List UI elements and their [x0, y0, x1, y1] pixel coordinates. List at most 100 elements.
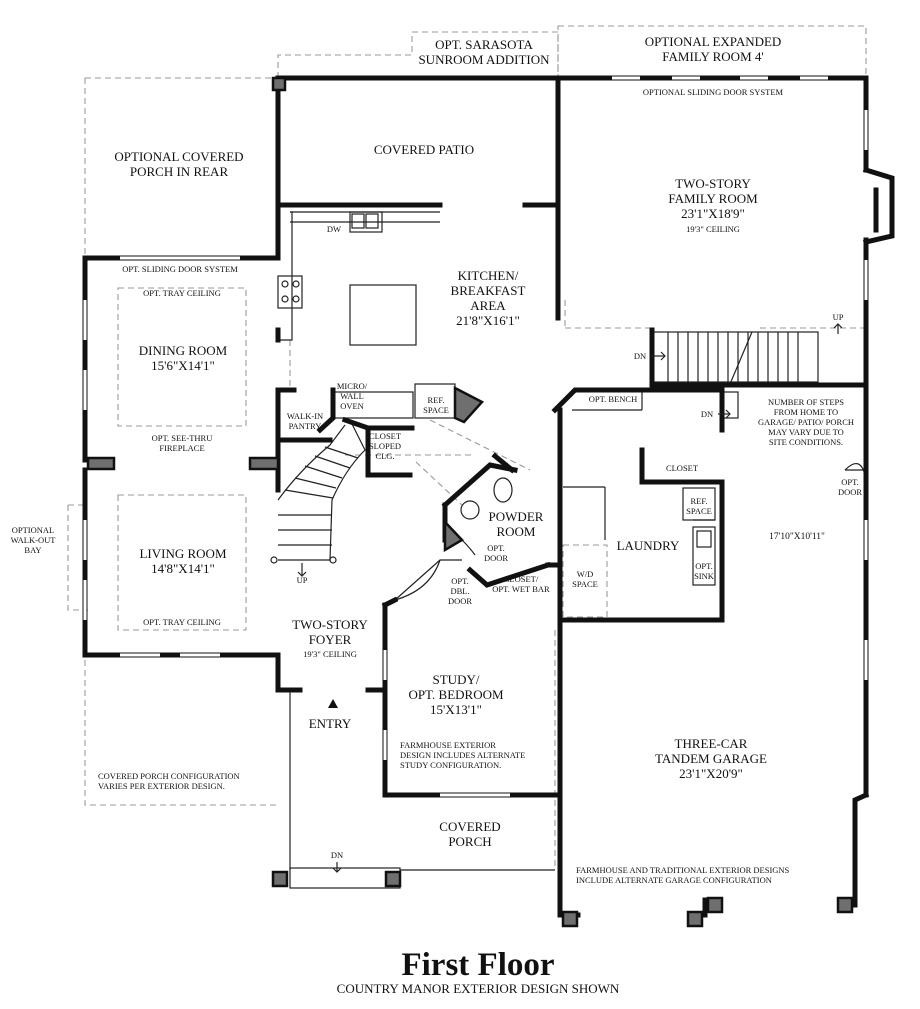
label-line: 19'3" CEILING	[686, 224, 740, 234]
label-line: AREA	[470, 298, 506, 313]
label-line: BAY	[24, 545, 41, 555]
label-laundry: LAUNDRY	[617, 538, 680, 553]
label-line: OPTIONAL SLIDING DOOR SYSTEM	[643, 87, 784, 97]
window-openings	[83, 76, 868, 797]
label-line: ROOM	[496, 524, 535, 539]
label-line: FAMILY ROOM	[668, 191, 758, 206]
label-sliding-door-dining: OPT. SLIDING DOOR SYSTEM	[122, 264, 238, 274]
label-ref-space-kitchen: REF.SPACE	[423, 395, 449, 415]
label-line: FARMHOUSE AND TRADITIONAL EXTERIOR DESIG…	[576, 865, 790, 875]
label-line: COVERED PATIO	[374, 142, 474, 157]
label-opt-bench: OPT. BENCH	[589, 394, 638, 404]
label-line: 23'1"X18'9"	[681, 206, 745, 221]
label-line: REF.	[690, 496, 707, 506]
label-line: COVERED	[439, 819, 500, 834]
label-foyer-ceiling: 19'3" CEILING	[303, 649, 357, 659]
label-line: WALL	[340, 391, 364, 401]
label-line: DOOR	[838, 487, 862, 497]
label-line: 15'X13'1"	[430, 702, 482, 717]
label-line: 19'3" CEILING	[303, 649, 357, 659]
label-line: DOOR	[484, 553, 508, 563]
label-line: OPT.	[451, 576, 469, 586]
label-line: 23'1"X20'9"	[679, 766, 743, 781]
label-dn-porch: DN	[331, 850, 343, 860]
label-up-family: UP	[833, 312, 844, 322]
label-line: NUMBER OF STEPS	[768, 397, 844, 407]
label-line: SPACE	[686, 506, 712, 516]
label-line: SLOPED	[369, 441, 401, 451]
label-line: WALK-IN	[287, 411, 323, 421]
columns	[86, 76, 854, 928]
label-line: OPTIONAL COVERED	[114, 149, 243, 164]
label-line: VARIES PER EXTERIOR DESIGN.	[98, 781, 225, 791]
label-entry: ENTRY	[309, 716, 352, 731]
label-line: FROM HOME TO	[774, 407, 838, 417]
label-line: SINK	[694, 571, 715, 581]
label-line: DINING ROOM	[139, 343, 228, 358]
label-line: 17'10"X10'11"	[769, 532, 825, 542]
detail-lines	[270, 211, 866, 889]
label-line: COVERED PORCH CONFIGURATION	[98, 771, 240, 781]
optional-outlines	[67, 25, 867, 870]
label-line: FIREPLACE	[159, 443, 204, 453]
label-opt-door-powder: OPT.DOOR	[484, 543, 508, 563]
label-line: DN	[331, 850, 343, 860]
label-line: UP	[833, 312, 844, 322]
label-line: PORCH	[448, 834, 491, 849]
walls	[82, 75, 895, 918]
label-line: OPT.	[841, 477, 859, 487]
label-line: THREE-CAR	[675, 736, 748, 751]
label-line: ENTRY	[309, 716, 352, 731]
label-line: TWO-STORY	[292, 617, 368, 632]
label-line: DN	[701, 409, 713, 419]
label-line: OPT.	[487, 543, 505, 553]
label-line: FAMILY ROOM 4'	[662, 49, 763, 64]
label-line: OPTIONAL EXPANDED	[645, 34, 782, 49]
label-line: POWDER	[489, 509, 544, 524]
label-line: GARAGE/ PATIO/ PORCH	[758, 417, 854, 427]
label-dn-family: DN	[634, 351, 646, 361]
label-line: STUDY CONFIGURATION.	[400, 760, 501, 770]
label-line: 14'8"X14'1"	[151, 561, 215, 576]
label-covered-patio: COVERED PATIO	[374, 142, 474, 157]
label-closet-laundry: CLOSET	[666, 463, 699, 473]
label-line: FARMHOUSE EXTERIOR	[400, 740, 496, 750]
plan-subtitle: COUNTRY MANOR EXTERIOR DESIGN SHOWN	[337, 981, 620, 996]
label-line: 15'6"X14'1"	[151, 358, 215, 373]
label-line: PORCH IN REAR	[130, 164, 229, 179]
label-line: PANTRY	[289, 421, 322, 431]
label-line: TWO-STORY	[675, 176, 751, 191]
label-line: CLOSET	[666, 463, 699, 473]
label-opt-dbl-door: OPT.DBL.DOOR	[448, 576, 472, 606]
label-line: DW	[327, 224, 341, 234]
label-line: CLOSET	[369, 431, 402, 441]
label-opt-sink: OPT.SINK	[694, 561, 715, 581]
label-line: SPACE	[423, 405, 449, 415]
label-farmhouse-garage: FARMHOUSE AND TRADITIONAL EXTERIOR DESIG…	[576, 865, 790, 885]
label-line: OPT. SEE-THRU	[152, 433, 213, 443]
label-line: KITCHEN/	[458, 268, 519, 283]
label-line: OPT.	[695, 561, 713, 571]
label-line: INCLUDE ALTERNATE GARAGE CONFIGURATION	[576, 875, 772, 885]
label-line: REF.	[427, 395, 444, 405]
label-dn-laundry: DN	[701, 409, 713, 419]
label-line: CLG.	[375, 451, 394, 461]
label-line: OPT. WET BAR	[492, 584, 550, 594]
